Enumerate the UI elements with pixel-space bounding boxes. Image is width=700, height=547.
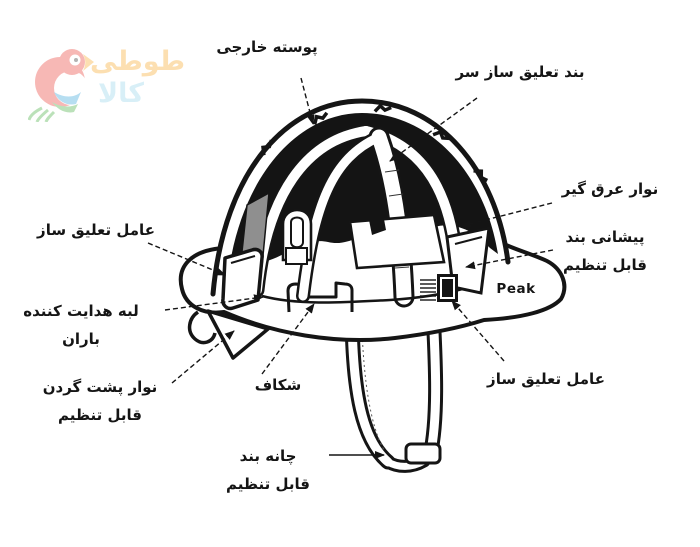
label-neck-strap: نوار پشت گردن قابل تنظیم bbox=[43, 373, 158, 429]
label-forehead-band: پیشانی بند قابل تنظیم bbox=[563, 223, 647, 279]
brim-hook bbox=[187, 310, 217, 345]
anchor-block bbox=[420, 274, 458, 302]
headband-panel bbox=[348, 213, 446, 270]
slot-cutout bbox=[286, 281, 354, 313]
logo-text-line1: طوطی bbox=[90, 46, 186, 77]
rain-gutter-flap bbox=[206, 309, 270, 360]
leader-slot bbox=[261, 303, 315, 375]
label-neck-strap-line1: نوار پشت گردن bbox=[42, 378, 158, 396]
label-suspension-left: عامل تعلیق ساز bbox=[37, 221, 155, 239]
label-chin-strap-line1: چانه بند bbox=[239, 447, 297, 465]
leader-lines bbox=[147, 77, 554, 459]
label-head-suspension-band: بند تعلیق ساز سر bbox=[455, 63, 585, 81]
suspension-anchor-left bbox=[221, 247, 264, 311]
leader-forehead-band bbox=[465, 249, 554, 270]
leader-rain-edge bbox=[164, 294, 264, 311]
label-sweat-band: نوار عرق گیر bbox=[561, 180, 659, 198]
label-forehead-band-line1: پیشانی بند bbox=[565, 228, 645, 246]
label-chin-strap-line2: قابل تنظیم bbox=[226, 475, 310, 493]
leader-suspension-left bbox=[147, 242, 226, 276]
label-peak: Peak bbox=[496, 281, 536, 297]
label-suspension-right: عامل تعلیق ساز bbox=[487, 370, 605, 388]
label-slot: شکاف bbox=[254, 376, 302, 394]
label-chin-strap: چانه بند قابل تنظیم bbox=[226, 442, 310, 498]
parrot-icon bbox=[28, 49, 94, 122]
label-outer-shell: پوسته خارجی bbox=[216, 38, 318, 56]
shell-clips bbox=[261, 103, 489, 183]
leader-head-suspension bbox=[389, 97, 478, 162]
label-forehead-band-line2: قابل تنظیم bbox=[563, 256, 647, 274]
panel-tab bbox=[367, 203, 386, 235]
label-rain-edge-line1: لبه هدایت کننده bbox=[23, 302, 139, 320]
label-neck-strap-line2: قابل تنظیم bbox=[58, 406, 142, 424]
chin-strap-buckle bbox=[404, 442, 442, 465]
headband-hardware bbox=[221, 191, 491, 311]
watermark-logo: طوطی کالا bbox=[28, 44, 185, 124]
logo-text-line2: کالا bbox=[98, 78, 144, 109]
leader-suspension-right bbox=[451, 300, 505, 362]
suspension-key-clip bbox=[281, 208, 313, 265]
label-rain-edge-line2: باران bbox=[62, 330, 100, 348]
label-rain-edge: لبه هدایت کننده باران bbox=[23, 297, 139, 353]
leader-neck-strap bbox=[171, 330, 235, 384]
